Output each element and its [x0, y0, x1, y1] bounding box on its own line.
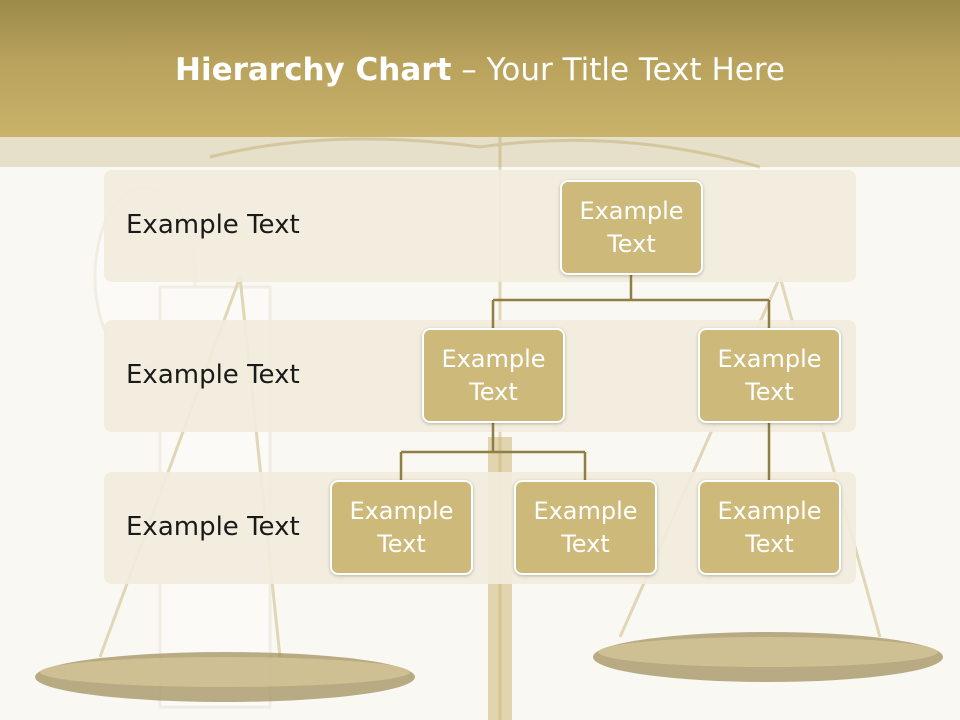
- org-node-level3-b: Example Text: [514, 480, 657, 575]
- org-node-root: Example Text: [560, 180, 703, 275]
- row-label-1: Example Text: [126, 210, 300, 240]
- org-node-level3-c: Example Text: [698, 480, 841, 575]
- org-node-level2-left: Example Text: [422, 328, 565, 423]
- title-rest: – Your Title Text Here: [451, 52, 785, 88]
- row-level-1: Example Text: [104, 170, 856, 282]
- org-node-level3-a: Example Text: [330, 480, 473, 575]
- row-label-3: Example Text: [126, 512, 300, 542]
- org-node-level2-right: Example Text: [698, 328, 841, 423]
- slide-title: Hierarchy Chart – Your Title Text Here: [0, 52, 960, 88]
- header-band: [0, 137, 960, 167]
- header-bar: [0, 0, 960, 137]
- title-bold: Hierarchy Chart: [175, 52, 452, 88]
- row-label-2: Example Text: [126, 360, 300, 390]
